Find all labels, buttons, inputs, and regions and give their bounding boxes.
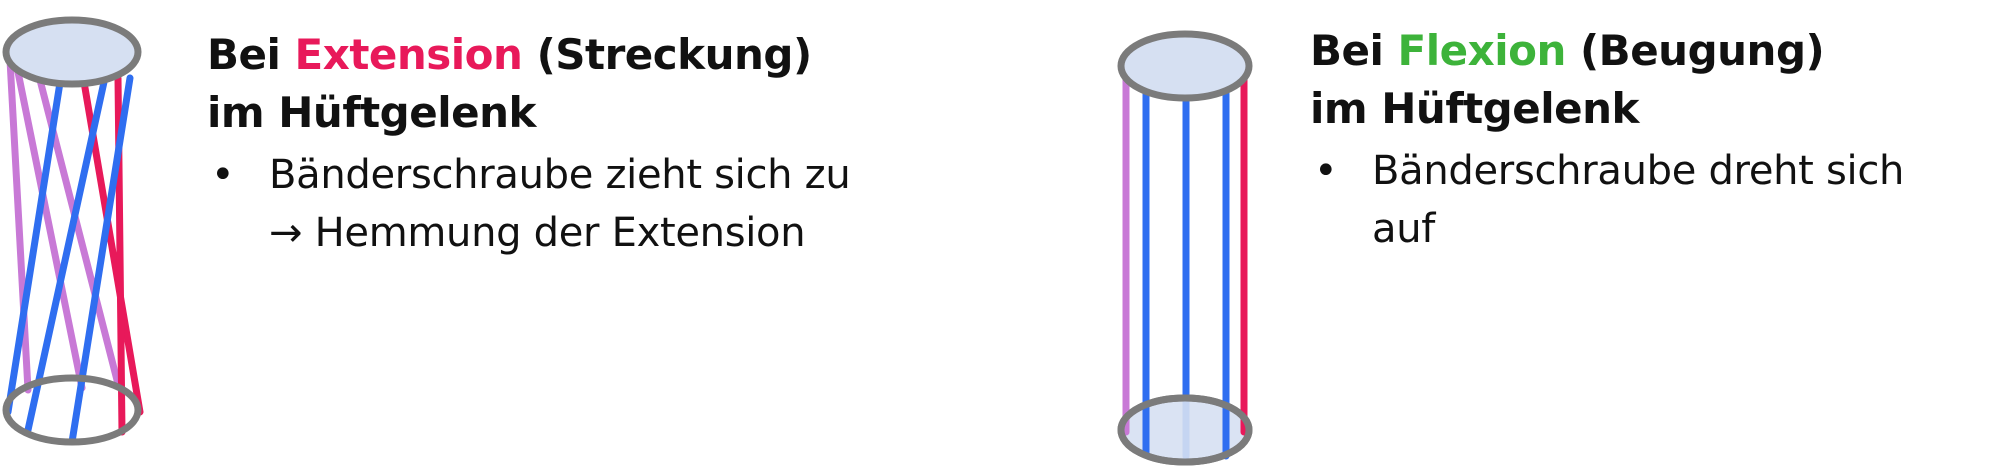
heading-suffix: (Beugung)	[1579, 26, 1825, 75]
twisted-ligament-cylinder-icon	[2, 16, 144, 446]
extension-panel: Bei Extension (Streckung) im Hüftgelenk …	[207, 26, 851, 262]
violet-band-twisted-1	[14, 68, 86, 392]
extension-heading-line2: im Hüftgelenk	[207, 88, 536, 137]
violet-band-back	[6, 56, 32, 394]
bottom-disc-outline	[1117, 394, 1253, 466]
extension-bullet-line2: → Hemmung der Extension	[269, 210, 806, 256]
extension-heading-line1: Bei Extension (Streckung)	[207, 26, 850, 84]
flexion-heading-line2: im Hüftgelenk	[1310, 84, 1639, 133]
extension-bullet-list: • Bänderschraube zieht sich zu → Hemmung…	[207, 146, 851, 262]
flexion-heading-line1: Bei Flexion (Beugung)	[1310, 22, 1904, 80]
blue-band-twisted-1	[4, 66, 66, 416]
bottom-disc	[2, 374, 142, 446]
heading-suffix: (Streckung)	[536, 30, 813, 79]
extension-highlight: Extension	[294, 30, 523, 79]
bullet-symbol: •	[211, 152, 235, 198]
flexion-panel: Bei Flexion (Beugung) im Hüftgelenk • Bä…	[1310, 22, 1904, 258]
extension-heading: Bei Extension (Streckung) im Hüftgelenk	[207, 26, 850, 142]
top-disc	[2, 16, 142, 88]
heading-prefix: Bei	[207, 30, 281, 79]
extension-bullet: • Bänderschraube zieht sich zu → Hemmung…	[207, 146, 851, 262]
flexion-bullet-line1: Bänderschraube dreht sich	[1372, 148, 1905, 194]
extension-bullet-line1: Bänderschraube zieht sich zu	[269, 152, 851, 198]
flexion-highlight: Flexion	[1397, 26, 1567, 75]
straight-ligament-cylinder-icon	[1117, 30, 1253, 466]
bullet-symbol: •	[1314, 148, 1338, 194]
flexion-bullet: • Bänderschraube dreht sich auf	[1310, 142, 1904, 258]
flexion-heading: Bei Flexion (Beugung) im Hüftgelenk	[1310, 22, 1904, 138]
blue-band-twisted-2	[24, 78, 108, 434]
top-disc	[1117, 30, 1253, 102]
flexion-bullet-line2: auf	[1372, 206, 1436, 252]
heading-prefix: Bei	[1310, 26, 1384, 75]
flexion-bullet-list: • Bänderschraube dreht sich auf	[1310, 142, 1904, 258]
